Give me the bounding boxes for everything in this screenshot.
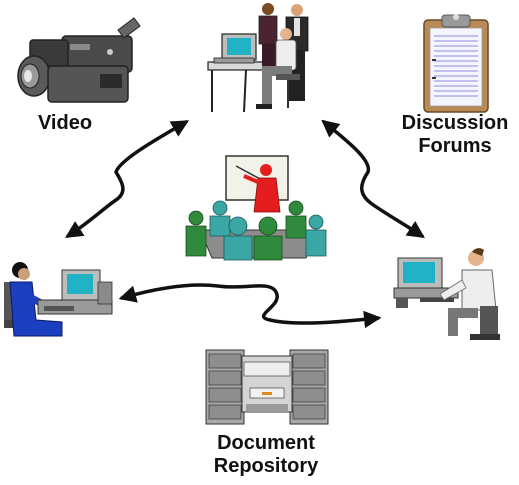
man-at-computer-icon [393,248,500,340]
arrow-forums-to-user-right [321,119,425,238]
document-repository-label: Document Repository [196,432,336,478]
video-label: Video [37,112,93,134]
connector-arrows [65,119,425,329]
woman-at-computer-icon [4,262,113,337]
discussion-forums-label-line1: Discussion [401,112,509,134]
arrow-video-to-user-left [65,120,190,238]
discussion-forums-label: Discussion Forums [396,112,514,158]
arrow-user-left-to-user-right [118,283,382,329]
document-repository-label-line1: Document [217,432,315,454]
video-camera-icon [17,17,141,103]
office-meeting-icon [207,3,309,113]
document-repository-label-line2: Repository [213,455,319,477]
classroom-presentation-icon [185,155,327,261]
clipboard-icon [423,14,489,113]
discussion-forums-label-line2: Forums [418,135,492,157]
file-cabinet-icon [205,349,329,425]
